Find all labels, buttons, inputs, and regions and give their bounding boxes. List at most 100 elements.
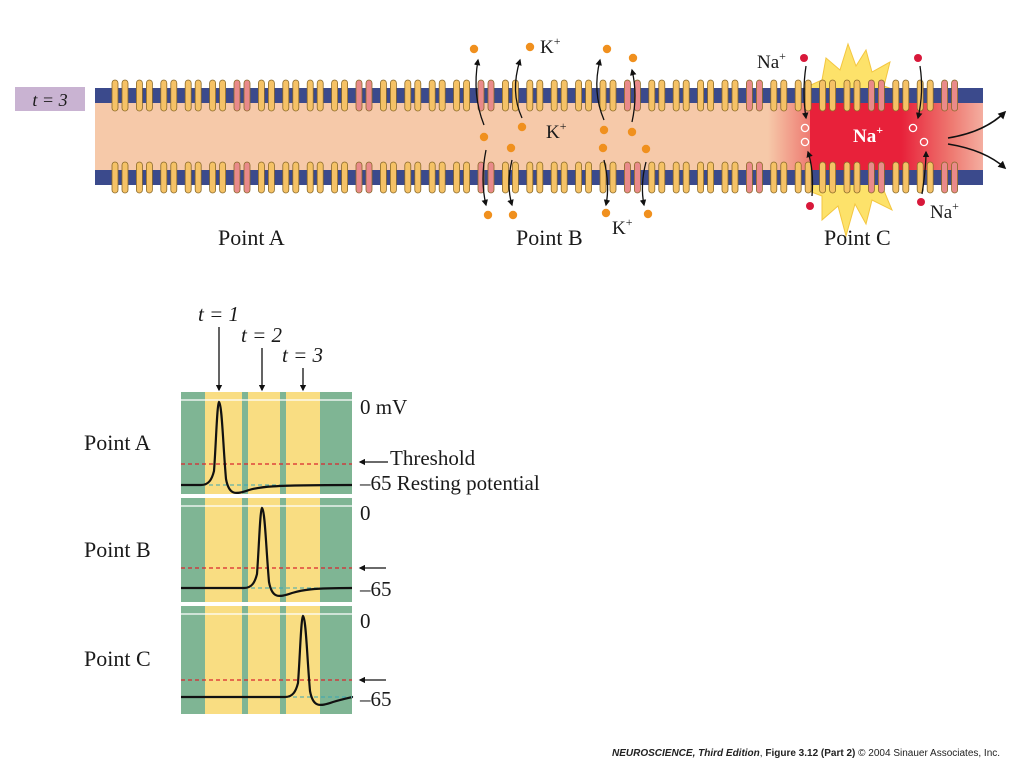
ion-channel [697,161,714,194]
ion-channel [306,161,324,194]
k-ion [506,143,516,153]
channel-subunit [331,161,339,194]
k-ion [601,208,611,218]
current-arrow-up [947,110,1007,139]
channel-subunit [341,161,349,194]
channel-subunit [780,161,788,194]
ion-channel [648,161,666,194]
channel-subunit [219,161,227,194]
ion-channel [794,79,812,112]
channel-subunit [355,161,363,194]
k-flux-arrow [514,58,523,119]
row-label-c: Point C [84,646,151,671]
ion-channel [477,79,495,112]
figure-caption: NEUROSCIENCE, Third Edition, Figure 3.12… [612,748,1001,759]
channel-subunit [160,79,168,112]
ion-channel [160,161,178,194]
channel-subunit [487,79,495,112]
ion-channel [916,161,934,194]
channel-subunit [438,161,446,194]
panel-band-yellow [286,392,320,494]
ion-channel [892,161,910,194]
channel-subunit [243,161,251,194]
time-marker-3: t = 3 [282,343,323,367]
channel-subunit [194,79,202,112]
caption-figure: Figure 3.12 (Part 2) [765,748,856,759]
channel-subunit [878,161,885,194]
channel-subunit [624,161,631,194]
channel-subunit [267,79,275,112]
na-flux-arrow [806,150,814,197]
caption-book: NEUROSCIENCE, Third Edition [612,748,760,759]
ion-channel [819,161,836,194]
ion-channel [697,79,714,112]
action-potential-trace [181,506,353,598]
ion-channel [428,79,446,112]
zero-label-c: 0 [360,609,371,633]
channel-subunit [951,161,958,194]
channel-subunit [756,161,763,194]
channel-subunit [501,161,509,194]
ion-channel [379,79,397,112]
channel-subunit [585,161,592,194]
ion-channel [746,161,763,194]
channel-subunit [721,161,729,194]
ion-channel [794,161,812,194]
k-ion [599,125,609,135]
ion-channel [404,79,422,112]
panel-band-green [242,606,248,714]
panel-band-green [320,392,352,494]
zero-label-b: 0 [360,501,371,525]
ion-channel [331,79,349,112]
channel-subunit [463,79,471,112]
k-ion [479,132,489,142]
ion-channel [257,79,275,112]
ion-channel [648,79,666,112]
channel-subunit [404,161,412,194]
threshold-label: Threshold [390,446,476,470]
channel-subunit [536,161,544,194]
ion-channel [672,79,690,112]
ion-channel [941,161,958,194]
channel-subunit [170,161,178,194]
channel-subunit [316,79,324,112]
ion-channel [379,161,397,194]
channel-subunit [292,161,300,194]
panel-point-b [181,498,353,602]
channel-subunit [624,79,631,112]
channel-subunit [560,161,568,194]
ion-channel [843,79,861,112]
channel-subunit [916,161,924,194]
na-label-top: Na+ [757,49,786,73]
channel-subunit [355,79,363,112]
channel-subunit [770,161,778,194]
k-ion [627,127,637,137]
na-label-bottom: Na+ [930,199,959,223]
ion-channel [355,79,373,112]
channel-subunit [819,79,826,112]
channel-subunit [121,79,129,112]
channel-subunit [389,79,397,112]
channel-subunit [135,161,143,194]
ion-channel [599,79,617,112]
k-flux-arrow [603,159,611,207]
ion-channel [282,79,300,112]
ion-channel [770,161,788,194]
channel-subunit [526,79,534,112]
ion-channel [550,161,568,194]
channel-subunit [257,161,265,194]
point-a-label: Point A [218,225,285,250]
channel-subunit [707,79,714,112]
ion-channel [428,161,446,194]
row-label-b: Point B [84,537,151,562]
ion-channel [233,161,251,194]
action-potential-trace [181,400,353,495]
ion-channel [599,161,617,194]
channel-subunit [634,161,641,194]
channel-subunit [145,79,153,112]
channel-subunit [941,161,948,194]
channel-subunit [145,161,153,194]
channel-subunit [463,161,471,194]
channel-subunit [575,79,582,112]
row-label-a: Point A [84,430,151,455]
